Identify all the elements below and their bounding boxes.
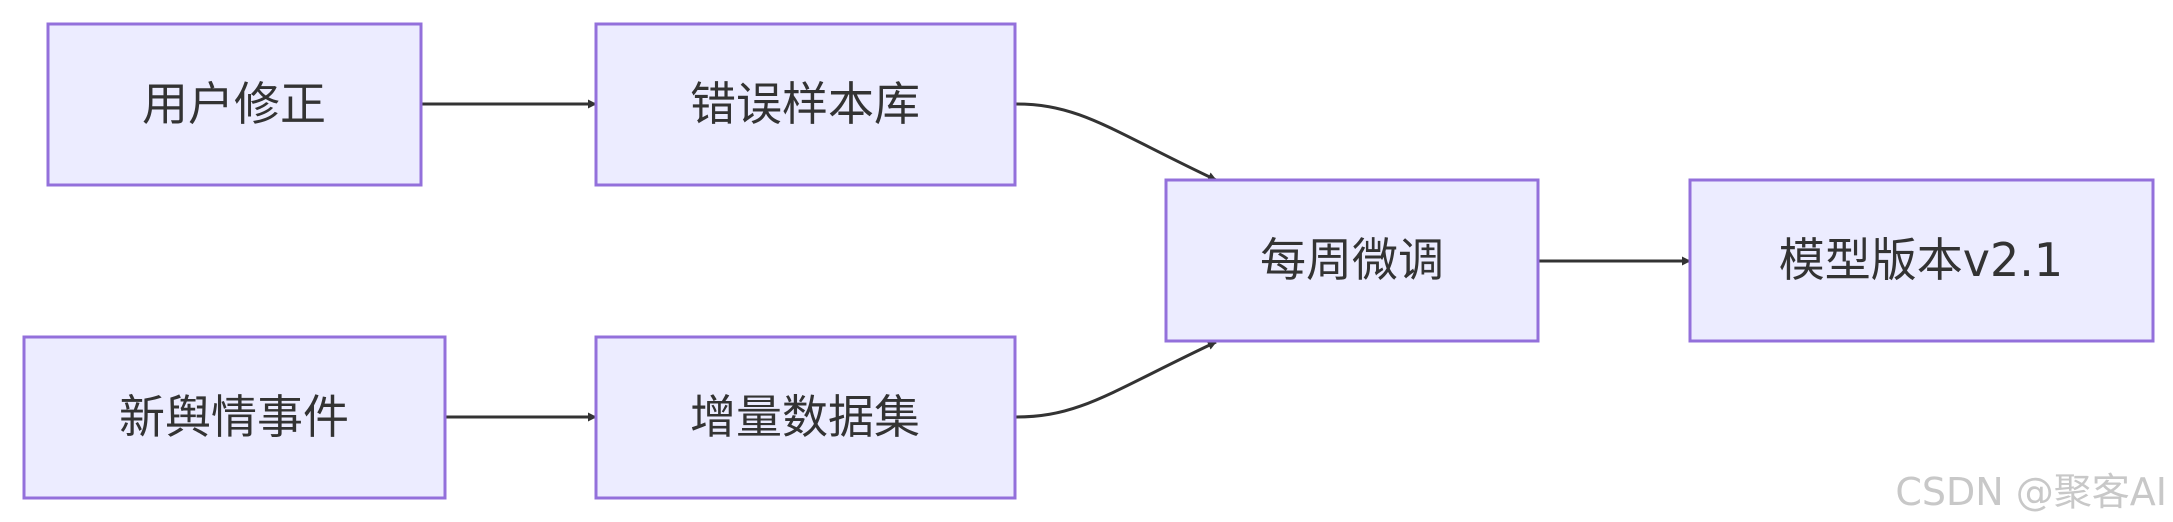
node-incr-data-label: 增量数据集 bbox=[690, 390, 920, 444]
node-incr-data: 增量数据集 bbox=[594, 335, 1017, 500]
node-error-lib-label: 错误样本库 bbox=[690, 77, 920, 131]
node-new-event-label: 新舆情事件 bbox=[119, 390, 349, 444]
edge-error-lib-to-weekly-ft bbox=[1015, 102, 1217, 182]
node-weekly-ft: 每周微调 bbox=[1164, 178, 1540, 343]
node-new-event: 新舆情事件 bbox=[22, 335, 447, 500]
node-weekly-ft-label: 每周微调 bbox=[1260, 233, 1444, 287]
node-user-fix: 用户修正 bbox=[46, 22, 423, 187]
watermark-text: CSDN @聚客AI bbox=[1895, 470, 2167, 514]
node-model-ver-label: 模型版本v2.1 bbox=[1779, 233, 2063, 287]
node-model-ver: 模型版本v2.1 bbox=[1688, 178, 2155, 343]
edge-incr-data-to-weekly-ft bbox=[1015, 340, 1217, 419]
node-user-fix-label: 用户修正 bbox=[142, 77, 326, 131]
node-error-lib: 错误样本库 bbox=[594, 22, 1017, 187]
